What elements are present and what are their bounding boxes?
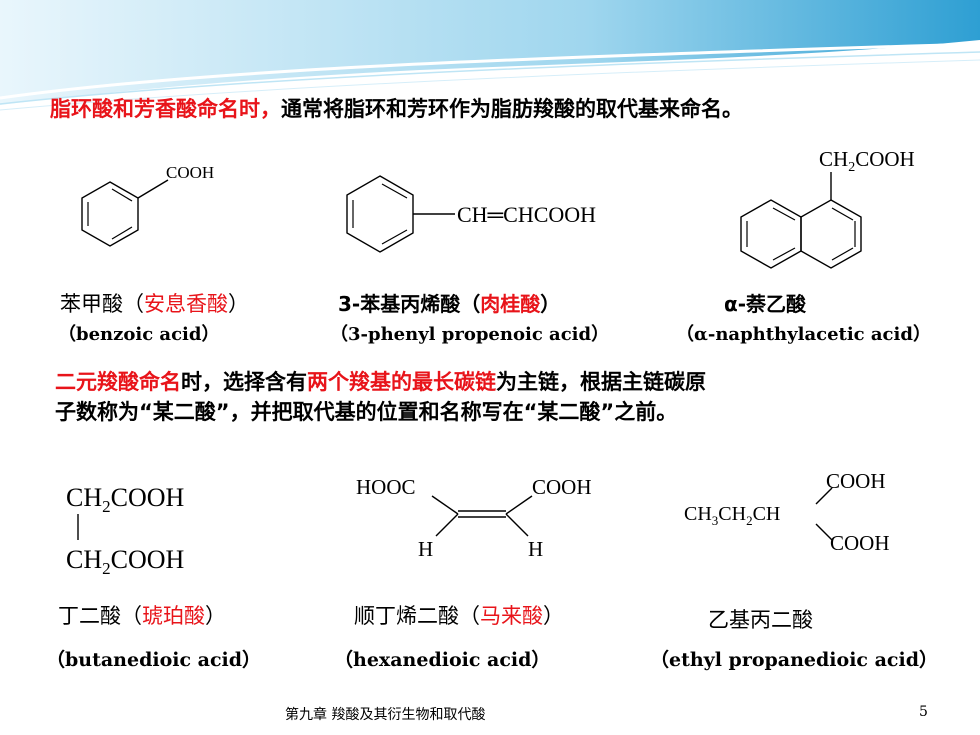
svg-text:H: H	[528, 537, 543, 561]
svg-text:CH2COOH: CH2COOH	[66, 545, 185, 578]
cinnamic-en-name: （3-phenyl propenoic acid）	[330, 324, 610, 345]
svg-text:COOH: COOH	[830, 531, 890, 555]
footer-chapter: 第九章 羧酸及其衍生物和取代酸	[285, 707, 486, 723]
svg-text:CH2COOH: CH2COOH	[66, 483, 185, 516]
ethylmalonic-en-name: （ethyl propanedioic acid）	[650, 649, 938, 671]
svg-text:COOH: COOH	[826, 469, 886, 493]
header-wave-decoration	[0, 0, 980, 111]
ethylmalonic-acid-structure: COOH CH3CH2CH COOH	[684, 469, 890, 555]
svg-text:H: H	[418, 537, 433, 561]
benzoic-formula: COOH	[166, 163, 214, 182]
maleic-cn-name: 顺丁烯二酸（马来酸）	[354, 604, 564, 628]
svg-text:HOOC: HOOC	[356, 475, 416, 499]
intro-red: 脂环酸和芳香酸命名时，	[50, 97, 281, 121]
succinic-acid-structure: CH2COOH CH2COOH	[66, 483, 185, 578]
intro-black: 通常将脂环和芳环作为脂肪羧酸的取代基来命名。	[281, 97, 743, 121]
benzoic-en-name: （benzoic acid）	[58, 324, 220, 345]
svg-text:COOH: COOH	[532, 475, 592, 499]
naphthyl-cn-name: α-萘乙酸	[724, 292, 807, 316]
ethylmalonic-cn-name: 乙基丙二酸	[708, 608, 813, 632]
svg-text:CH3CH2CH: CH3CH2CH	[684, 503, 780, 528]
benzoic-cn-name: 苯甲酸（安息香酸）	[60, 292, 249, 316]
maleic-acid-structure: HOOC COOH H H	[356, 475, 592, 561]
dicarboxylic-rule-line2: 子数称为“某二酸”，并把取代基的位置和名称写在“某二酸”之前。	[55, 400, 678, 424]
benzoic-acid-structure: COOH	[81, 163, 214, 247]
succinic-cn-name: 丁二酸（琥珀酸）	[58, 604, 226, 628]
maleic-en-name: （hexanedioic acid）	[334, 649, 551, 671]
naphthyl-en-name: （α-naphthylacetic acid）	[676, 324, 931, 345]
cinnamic-cn-name: 3-苯基丙烯酸（肉桂酸）	[338, 292, 561, 316]
naphthylacetic-acid-structure: CH2COOH	[740, 147, 915, 269]
cinnamic-formula: CH═CHCOOH	[457, 202, 596, 227]
cinnamic-acid-structure: CH═CHCOOH	[346, 175, 596, 253]
succinic-en-name: （butanedioic acid）	[46, 649, 262, 671]
page-number: 5	[919, 704, 928, 720]
naphthyl-formula: CH2COOH	[819, 147, 915, 175]
intro-text: 脂环酸和芳香酸命名时，通常将脂环和芳环作为脂肪羧酸的取代基来命名。	[50, 93, 743, 123]
dicarboxylic-rule-line1: 二元羧酸命名时，选择含有两个羧基的最长碳链为主链，根据主链碳原	[55, 370, 706, 394]
